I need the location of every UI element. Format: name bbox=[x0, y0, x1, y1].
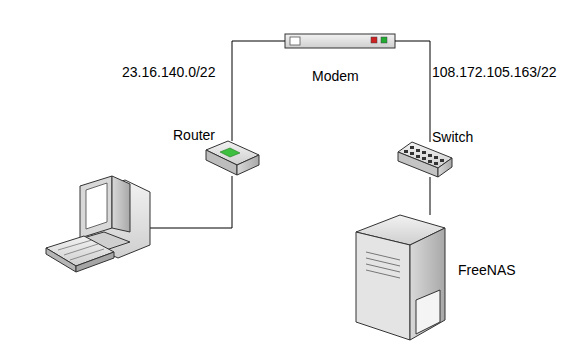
device-label: Modem bbox=[312, 68, 359, 84]
device-label: Switch bbox=[432, 129, 473, 145]
modem-device: Modem bbox=[285, 34, 395, 48]
switch-device: Switch bbox=[398, 142, 452, 177]
network-cable bbox=[430, 177, 431, 215]
pc-icon bbox=[46, 176, 150, 272]
device-label: FreeNAS bbox=[458, 262, 516, 278]
modem-icon bbox=[285, 34, 395, 48]
router-icon bbox=[206, 141, 259, 175]
device-label: Router bbox=[173, 127, 215, 143]
network-cable bbox=[395, 41, 430, 142]
server-icon bbox=[356, 215, 445, 340]
router-device: Router bbox=[206, 141, 259, 175]
switch-icon bbox=[398, 142, 452, 177]
ip-address-label: 23.16.140.0/22 bbox=[122, 64, 215, 80]
pc-wire bbox=[148, 176, 232, 228]
network-cable bbox=[232, 41, 285, 141]
server-device: FreeNAS bbox=[356, 215, 445, 340]
ip-address-label: 108.172.105.163/22 bbox=[432, 64, 557, 80]
